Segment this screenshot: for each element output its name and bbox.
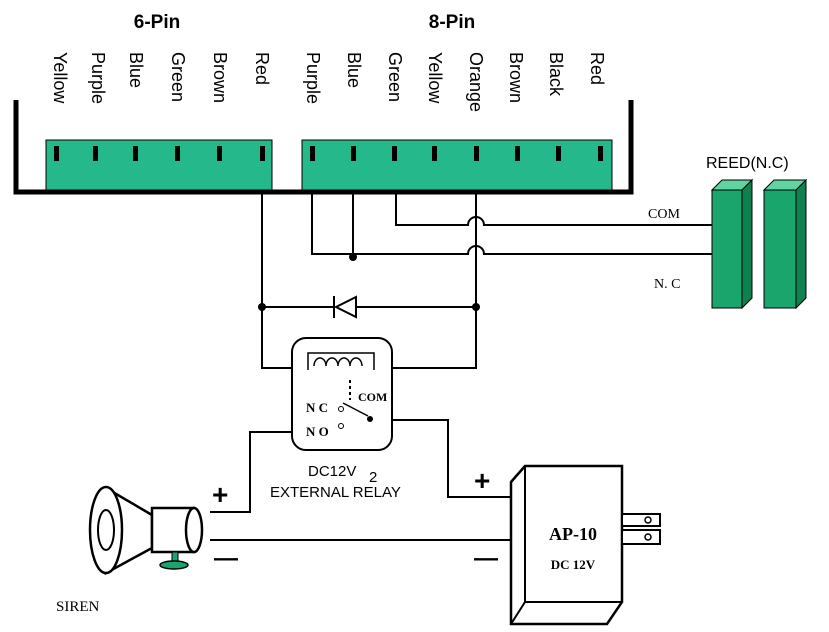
eight-pin-header: 8-Pin	[429, 12, 475, 33]
relay-marker-label: 2	[369, 469, 377, 486]
wire-label-8-green: Green	[385, 52, 405, 102]
external-relay: N C N O COM	[291, 337, 393, 451]
diode	[333, 295, 357, 319]
power-minus-sign: —	[474, 545, 498, 572]
relay-coil-frame	[307, 352, 375, 370]
wire-relay-com-to-power-plus	[370, 419, 511, 498]
relay-coil-icon	[313, 357, 363, 367]
wire-label-8-blue: Blue	[344, 52, 364, 88]
wire-label-6-blue: Blue	[126, 52, 146, 88]
wire-label-8-purple: Purple	[303, 52, 323, 104]
reed-title: REED(N.C)	[706, 155, 789, 172]
wire-relay-no-to-siren-plus	[210, 431, 295, 513]
wire-orange-to-relay	[386, 190, 477, 369]
six-pin-wire-labels: Yellow Purple Blue Green Brown Red	[50, 52, 272, 104]
power-voltage-label: DC 12V	[551, 557, 596, 572]
eight-pin-terminal-block	[301, 139, 613, 191]
wire-label-6-yellow: Yellow	[50, 52, 70, 104]
wire-purple-blue-to-reed-nc	[311, 190, 712, 255]
relay-com-label: COM	[358, 390, 387, 404]
siren-plus-sign: +	[212, 479, 228, 510]
power-model-label: AP-10	[549, 524, 597, 544]
siren: SIREN	[56, 485, 204, 615]
reed-switch: REED(N.C) COM N. C	[648, 155, 808, 310]
wire-label-8-orange: Orange	[466, 52, 486, 112]
wiring	[210, 190, 712, 541]
wire-label-6-purple: Purple	[88, 52, 108, 104]
relay-no-label: N O	[306, 424, 329, 439]
wire-red-to-relay	[261, 190, 298, 369]
wire-label-8-brown: Brown	[506, 52, 526, 103]
siren-label: SIREN	[56, 599, 100, 615]
six-pin-terminal-block	[45, 139, 273, 191]
siren-minus-sign: —	[214, 545, 238, 572]
wire-label-8-red: Red	[587, 52, 607, 85]
controller-enclosure	[13, 100, 634, 195]
relay-nc-label: N C	[306, 400, 328, 415]
reed-nc-label: N. C	[654, 277, 680, 292]
reed-com-label: COM	[648, 207, 680, 222]
relay-voltage-label: DC12V	[308, 463, 356, 480]
junction-dots	[258, 253, 480, 311]
wire-label-8-black: Black	[546, 52, 566, 97]
wire-label-8-yellow: Yellow	[425, 52, 445, 104]
wire-label-6-brown: Brown	[210, 52, 230, 103]
eight-pin-wire-labels: Purple Blue Green Yellow Orange Brown Bl…	[303, 52, 607, 112]
relay-name-label: EXTERNAL RELAY	[270, 484, 401, 501]
power-adapter: AP-10 DC 12V	[509, 464, 661, 626]
wire-green-to-reed-com	[395, 190, 712, 226]
power-plus-sign: +	[474, 465, 490, 496]
wire-label-6-red: Red	[252, 52, 272, 85]
wire-label-6-green: Green	[168, 52, 188, 102]
six-pin-header: 6-Pin	[134, 12, 180, 33]
